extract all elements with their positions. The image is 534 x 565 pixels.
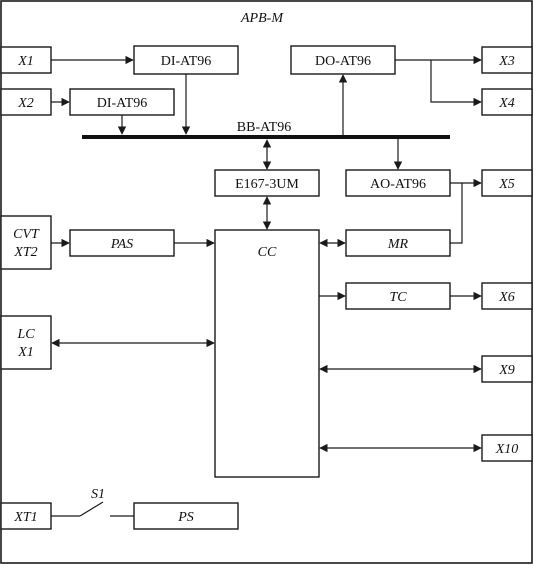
x9-terminal: X9	[481, 355, 533, 383]
x10-label: X10	[495, 442, 519, 457]
x6-label: X6	[498, 290, 515, 305]
xt2-label: XT2	[13, 245, 37, 260]
tc-label: TC	[389, 290, 407, 305]
do-at96-label: DO-AT96	[315, 54, 371, 69]
xt1-label: XT1	[13, 510, 37, 525]
x10-terminal: X10	[481, 434, 533, 462]
x5-label: X5	[498, 177, 515, 192]
x2-label: X2	[17, 96, 34, 111]
tc-block: TC	[345, 282, 451, 310]
do-to-x4-arrow	[430, 60, 482, 107]
di-at96-2-label: DI-AT96	[97, 96, 148, 111]
x1-label: X1	[17, 54, 34, 69]
e167-3um-block: E167-3UM	[214, 169, 320, 197]
do-at96-block: DO-AT96	[290, 45, 396, 75]
mr-block: MR	[345, 229, 451, 257]
ps-label: PS	[177, 510, 194, 525]
e167-3um-label: E167-3UM	[235, 177, 299, 192]
x3-label: X3	[498, 54, 515, 69]
di-at96-1-label: DI-AT96	[161, 54, 212, 69]
lc-label: LC	[16, 327, 35, 342]
lc-terminal: LC X1	[0, 315, 52, 370]
x6-terminal: X6	[481, 282, 533, 310]
x2-terminal: X2	[0, 88, 52, 116]
cvt-terminal: CVT XT2	[0, 215, 52, 270]
pas-label: PAS	[110, 237, 133, 252]
x4-terminal: X4	[481, 88, 533, 116]
bus-label: BB-AT96	[237, 120, 291, 135]
pas-block: PAS	[69, 229, 175, 257]
diagram-title: APB-M	[240, 11, 284, 26]
cvt-label: CVT	[13, 227, 40, 242]
di-at96-block-1: DI-AT96	[133, 45, 239, 75]
cc-label: CC	[258, 245, 277, 260]
x9-label: X9	[498, 363, 515, 378]
di-at96-block-2: DI-AT96	[69, 88, 175, 116]
x1-terminal: X1	[0, 46, 52, 74]
x3-terminal: X3	[481, 46, 533, 74]
cc-block: CC	[214, 229, 320, 478]
ao-mr-feedback-line	[450, 183, 463, 244]
switch-s1-label: S1	[91, 487, 105, 502]
lc-x1-label: X1	[17, 345, 34, 360]
ps-block: PS	[133, 502, 239, 530]
xt1-terminal: XT1	[0, 502, 52, 530]
ao-at96-block: AO-AT96	[345, 169, 451, 197]
ao-at96-label: AO-AT96	[370, 177, 426, 192]
x5-terminal: X5	[481, 169, 533, 197]
switch-s1-blade	[79, 501, 104, 517]
mr-label: MR	[387, 237, 409, 252]
x4-label: X4	[498, 96, 515, 111]
